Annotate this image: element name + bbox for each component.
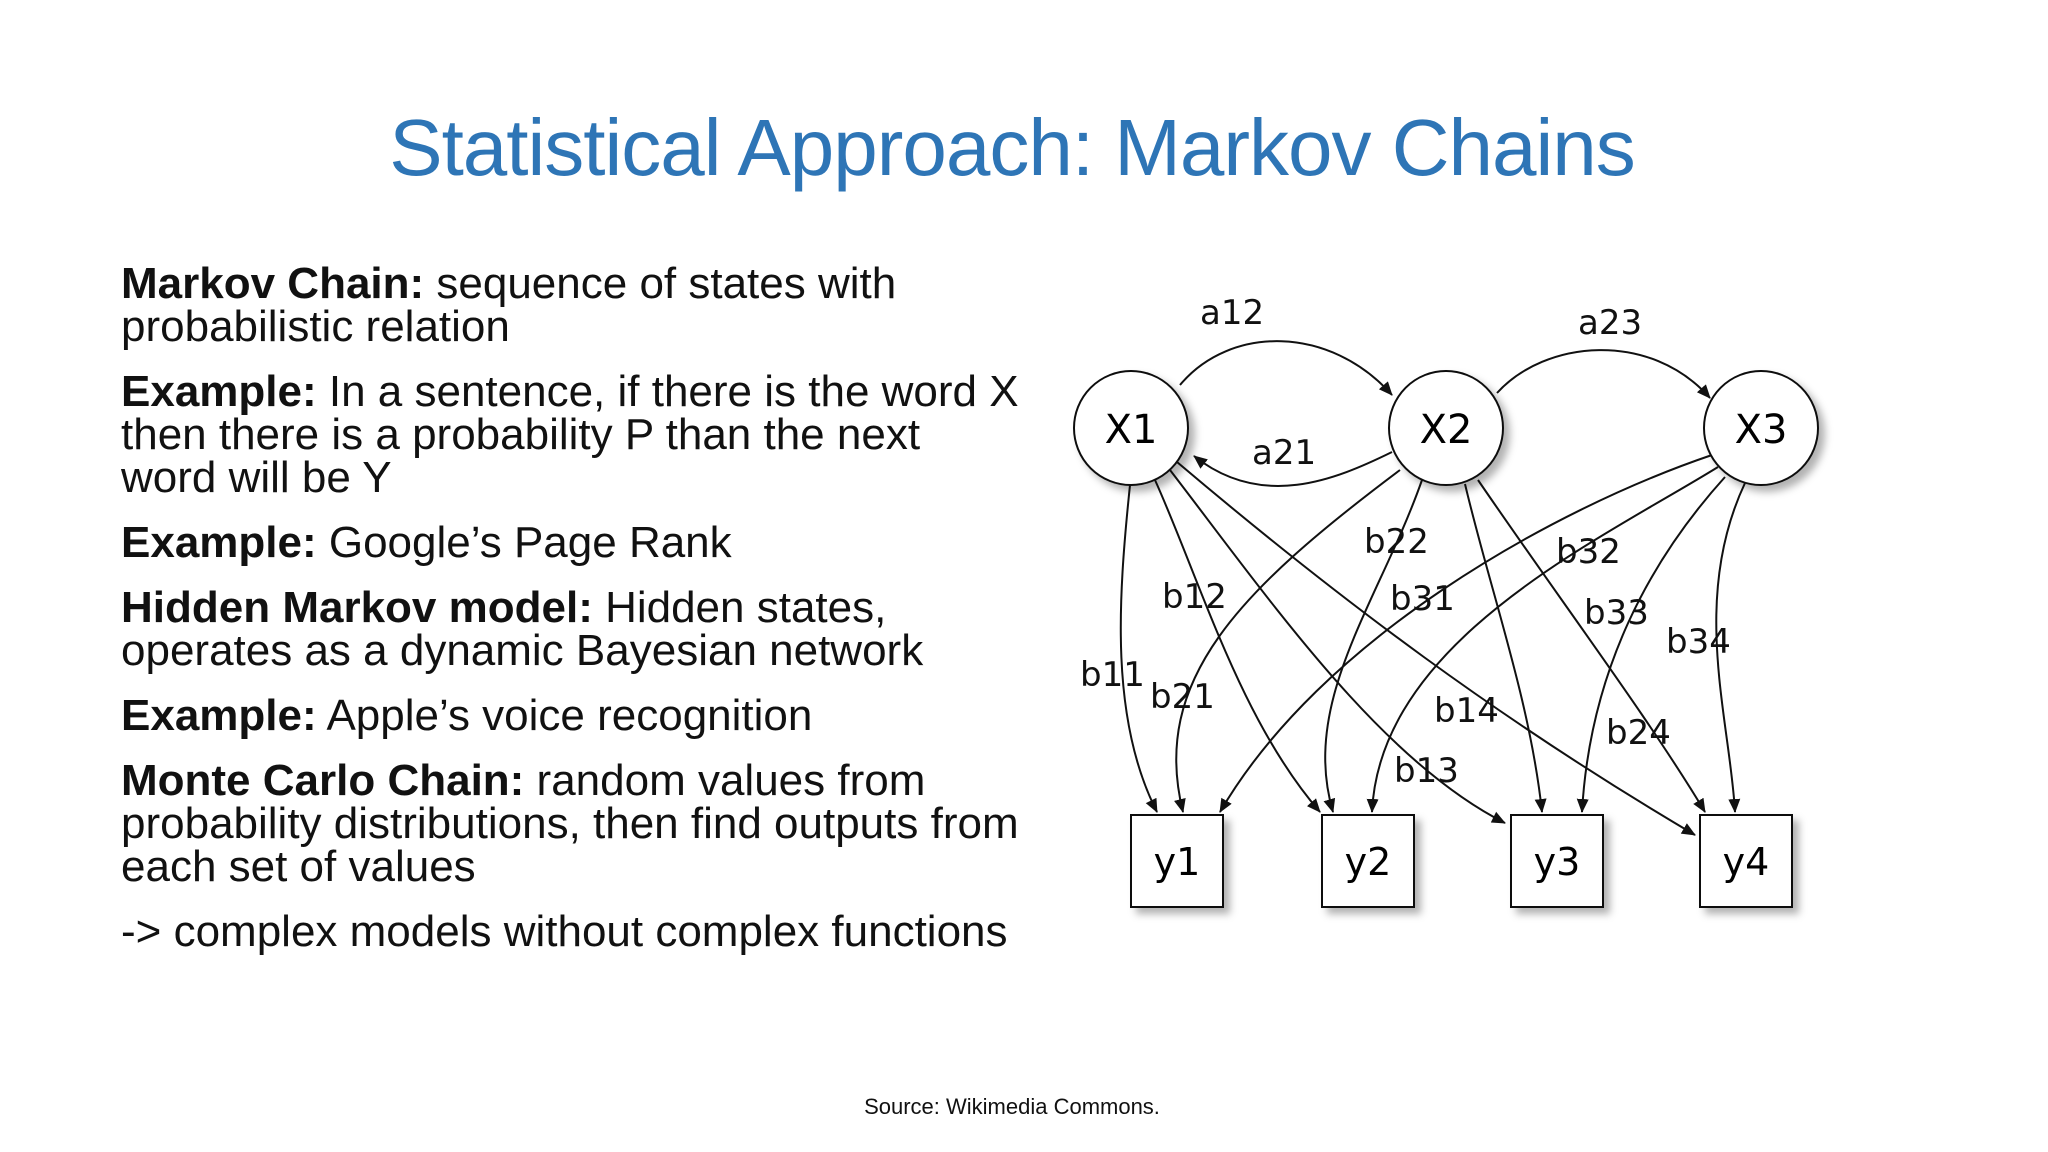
source-caption: Source: Wikimedia Commons. (864, 1094, 1160, 1119)
output-node-y3: y3 (1510, 814, 1604, 908)
output-label: y4 (1723, 840, 1770, 884)
edge-b31 (1219, 454, 1713, 813)
bullet-text: In a sentence, if there is the word X th… (121, 367, 1019, 502)
diagram-edges (1119, 340, 1746, 836)
bullet-label: Markov Chain: (121, 259, 425, 308)
edge-b24 (1477, 479, 1706, 813)
bullet-text: Google’s Page Rank (316, 518, 732, 567)
bullet-monte-carlo: Monte Carlo Chain: random values from pr… (121, 756, 1021, 891)
edge-b22 (1323, 479, 1423, 813)
output-label: y2 (1345, 840, 1392, 884)
bullet-example-sentence: Example: In a sentence, if there is the … (121, 367, 1021, 502)
bullet-text: sequence of states with probabilistic re… (121, 259, 897, 351)
bullet-label: Hidden Markov model: (121, 583, 593, 632)
bullet-example-pagerank: Example: Google’s Page Rank (121, 518, 1021, 567)
slide-title: Statistical Approach: Markov Chains (389, 103, 1636, 192)
edge-b21 (1174, 469, 1401, 813)
hmm-diagram: X1 X2 X3 y1 y2 y3 y4 a12 a21 a2 (1073, 293, 1819, 908)
edge-label-a21: a21 (1252, 433, 1316, 473)
edge-labels: a12 a21 a23 b11 b12 b13 b14 b21 b22 b24 … (1080, 293, 1731, 791)
output-nodes: y1 y2 y3 y4 (1130, 814, 1793, 908)
edge-label-b32: b32 (1556, 532, 1621, 572)
edge-b34 (1715, 482, 1746, 813)
edge-label-b31: b31 (1390, 579, 1455, 619)
bullet-text: Apple’s voice recognition (316, 691, 813, 740)
edge-label-b24: b24 (1606, 713, 1671, 753)
state-node-x2: X2 (1388, 370, 1504, 486)
state-label: X3 (1735, 407, 1788, 453)
edge-label-a23: a23 (1578, 303, 1642, 343)
bullet-example-voice: Example: Apple’s voice recognition (121, 691, 1021, 740)
output-label: y1 (1154, 840, 1201, 884)
edge-b11 (1119, 484, 1158, 813)
edge-label-a12: a12 (1200, 293, 1264, 333)
output-node-y2: y2 (1321, 814, 1415, 908)
edge-b33 (1576, 476, 1726, 813)
output-label: y3 (1534, 840, 1581, 884)
bullet-complex-models: -> complex models without complex functi… (121, 907, 1021, 956)
edge-label-b11: b11 (1080, 655, 1145, 695)
bullet-label: Example: (121, 691, 317, 740)
edge-label-b13: b13 (1394, 751, 1459, 791)
edge-b12 (1154, 479, 1321, 813)
bullet-label: Example: (121, 367, 317, 416)
bullet-label: Monte Carlo Chain: (121, 756, 525, 805)
edge-a12 (1179, 340, 1393, 396)
edge-b14 (1176, 461, 1696, 836)
state-label: X2 (1420, 407, 1473, 453)
state-nodes: X1 X2 X3 (1073, 370, 1819, 486)
state-node-x1: X1 (1073, 370, 1189, 486)
edge-label-b21: b21 (1150, 677, 1215, 717)
edge-label-b22: b22 (1364, 522, 1429, 562)
output-node-y4: y4 (1699, 814, 1793, 908)
edge-b13 (1169, 469, 1506, 824)
bullet-list: Markov Chain: sequence of states with pr… (121, 262, 1021, 975)
edge-b32 (1366, 466, 1719, 813)
edge-label-b14: b14 (1434, 691, 1499, 731)
state-label: X1 (1105, 407, 1158, 453)
edge-b23 (1464, 483, 1547, 813)
edge-label-b12: b12 (1162, 577, 1227, 617)
bullet-markov-chain: Markov Chain: sequence of states with pr… (121, 259, 1021, 351)
bullet-text: random values from probability distribut… (121, 756, 1019, 891)
bullet-hidden-markov: Hidden Markov model: Hidden states, oper… (121, 583, 1021, 675)
output-node-y1: y1 (1130, 814, 1224, 908)
edge-a23 (1496, 349, 1711, 399)
edge-label-b34: b34 (1666, 622, 1731, 662)
edge-label-b33: b33 (1584, 593, 1649, 633)
bullet-label: Example: (121, 518, 317, 567)
bullet-text: Hidden states, operates as a dynamic Bay… (121, 583, 924, 675)
state-node-x3: X3 (1703, 370, 1819, 486)
bullet-text: -> complex models without complex functi… (121, 907, 1008, 956)
edge-a21 (1193, 451, 1393, 487)
